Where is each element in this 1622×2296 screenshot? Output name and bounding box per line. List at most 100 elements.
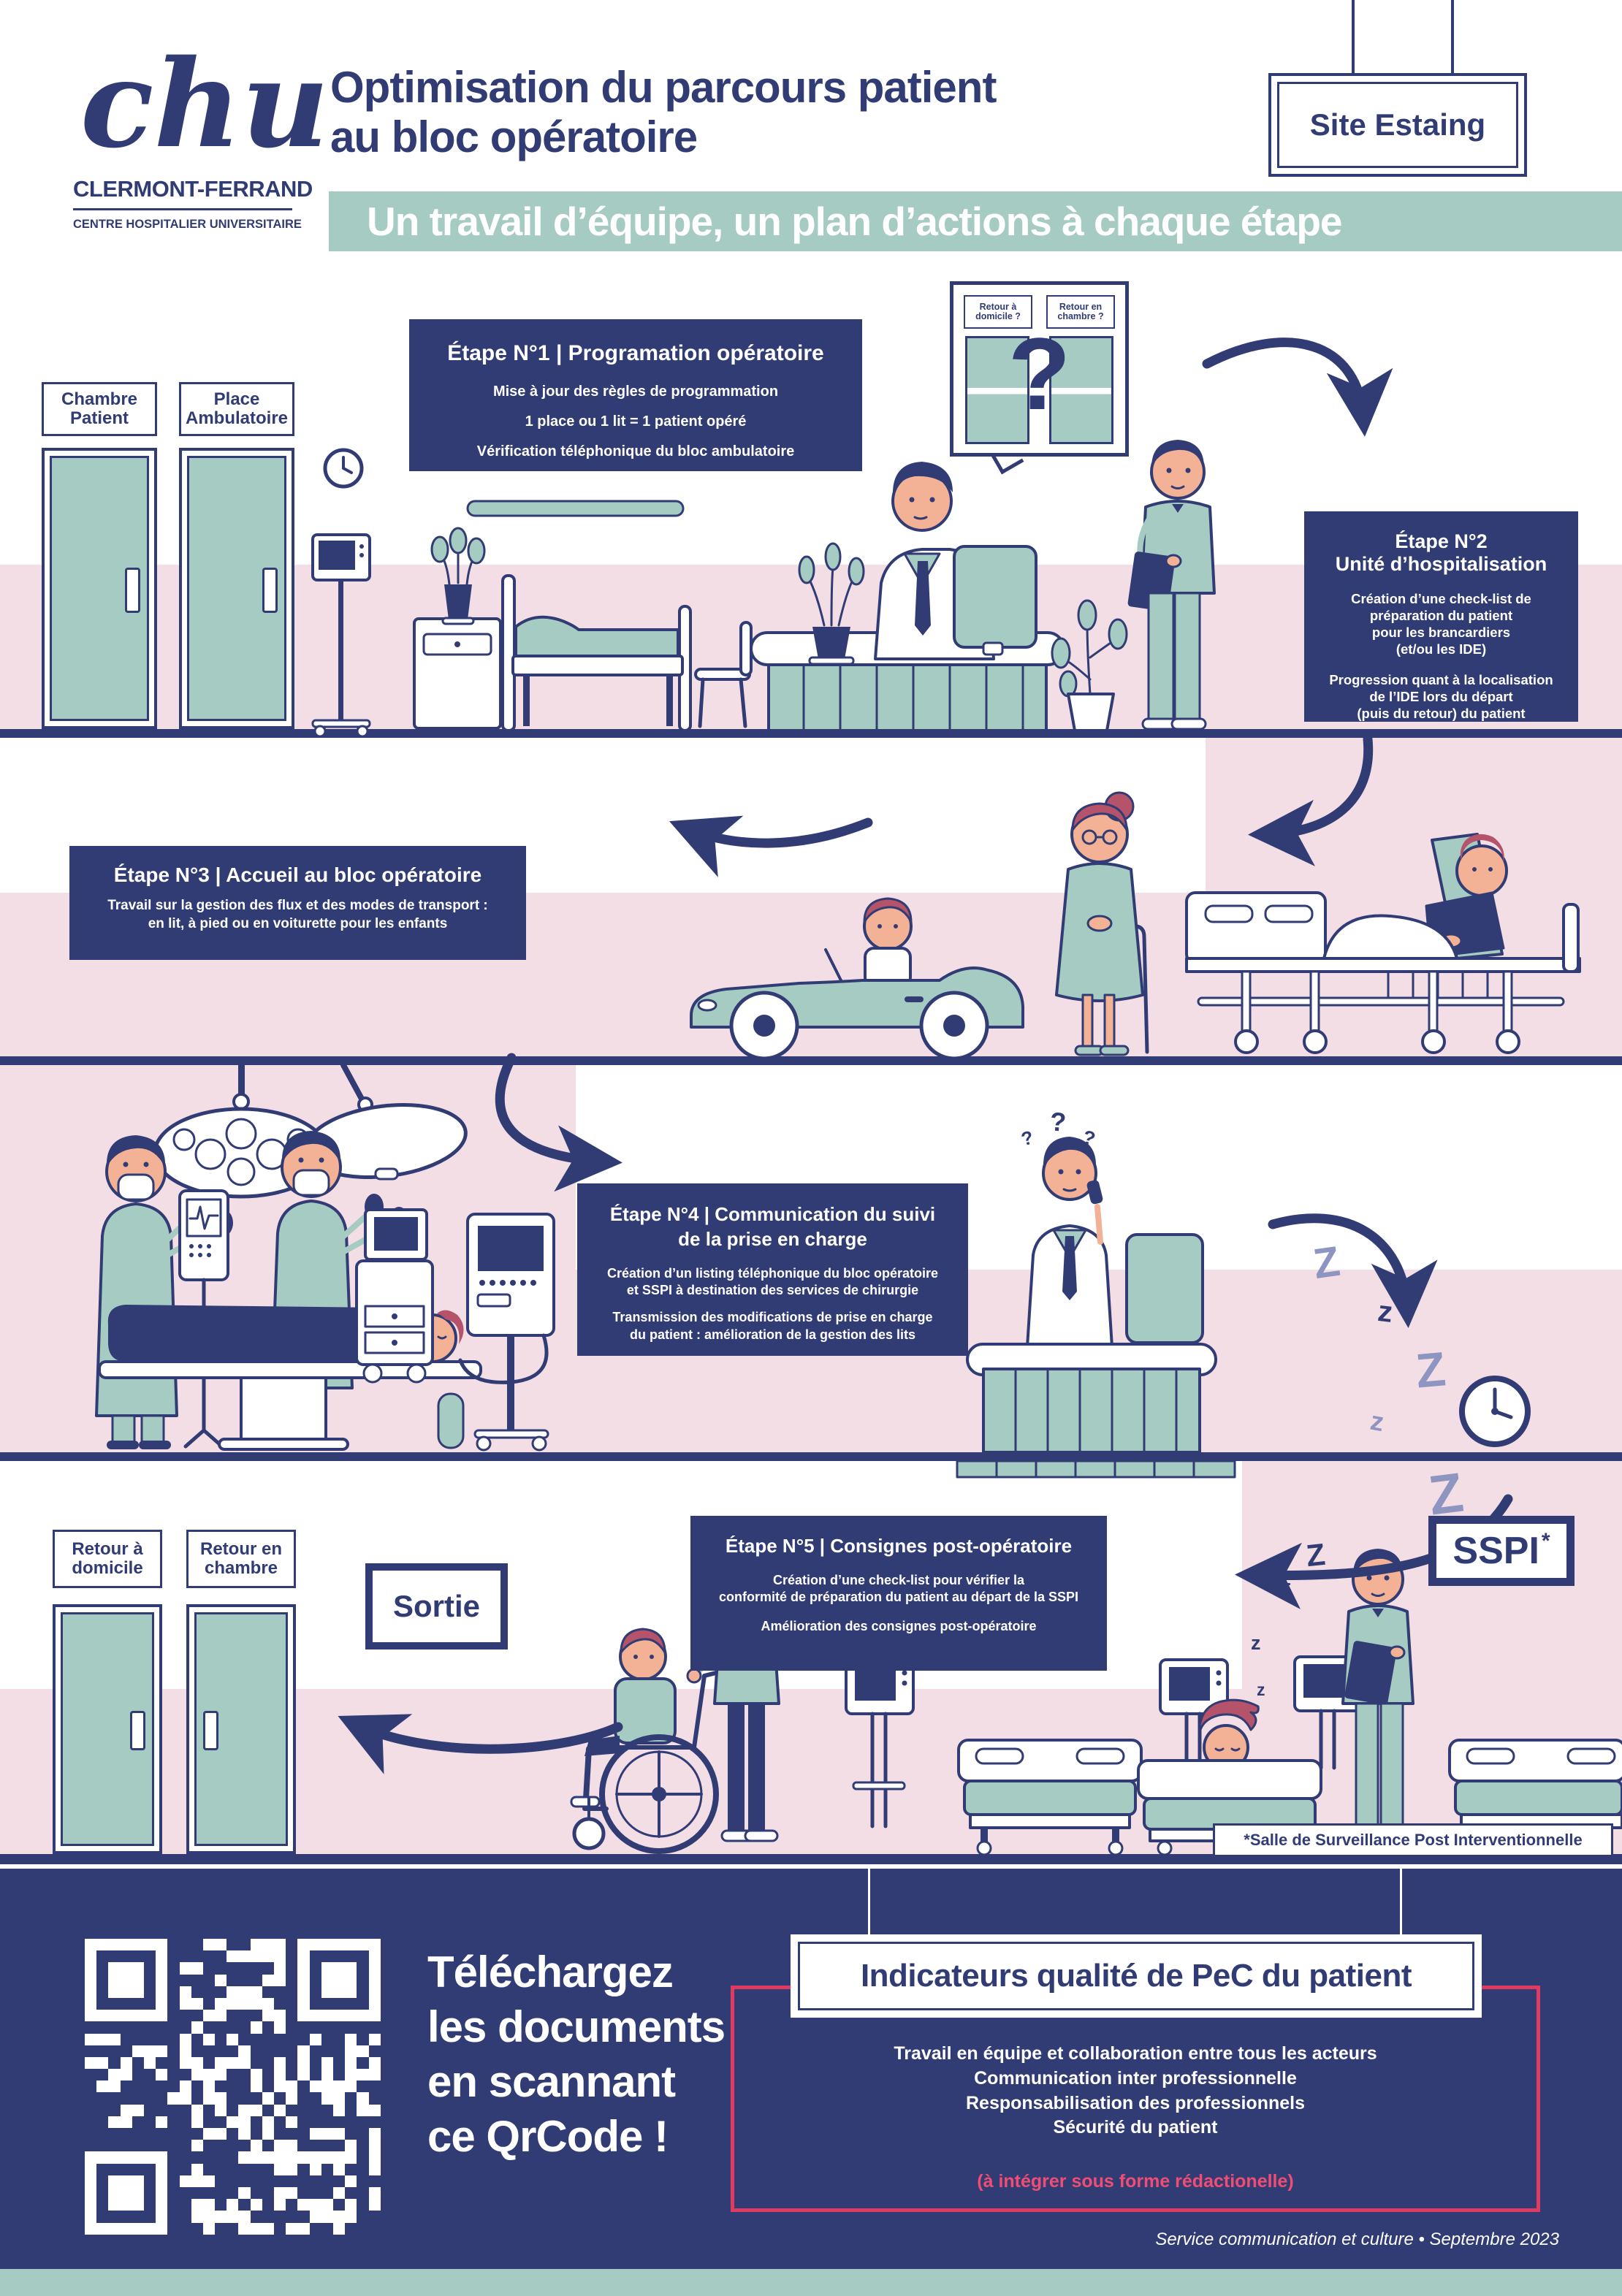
door-place-ambulatoire xyxy=(179,448,294,729)
sspi-sign-label: SSPI xyxy=(1452,1530,1539,1572)
chu-logo-script: chu xyxy=(80,33,330,175)
step1-box: Étape N°1 | Programation opératoire Mise… xyxy=(409,319,862,471)
sspi-footnote-label: *Salle de Surveillance Post Intervention… xyxy=(1244,1831,1583,1850)
step2-line: Création d’une check-list de préparation… xyxy=(1351,591,1531,657)
nurse-with-clipboard xyxy=(1127,440,1216,731)
vital-monitor-stand xyxy=(311,533,371,738)
logo-divider xyxy=(73,208,292,210)
sign-retour-domicile-label: Retour à domicile xyxy=(72,1539,143,1578)
monitor-trolley xyxy=(178,1189,229,1449)
step2-box: Étape N°2 Unité d’hospitalisation Créati… xyxy=(1304,511,1578,722)
wall-clock-2 xyxy=(1459,1376,1531,1447)
desk-computer xyxy=(953,545,1037,656)
qr-caption: Téléchargez les documents en scannant ce… xyxy=(427,1945,726,2164)
bubble-door-right xyxy=(1049,336,1113,444)
step5-line: Création d’une check-list pour vérifier … xyxy=(718,1573,1079,1605)
sign-retour-chambre-label: Retour en chambre xyxy=(199,1539,282,1578)
indicators-note: (à intégrer sous forme rédactionelle) xyxy=(977,2171,1294,2192)
step3-box: Étape N°3 | Accueil au bloc opératoire T… xyxy=(69,846,526,960)
confusion-question-icon: ? xyxy=(1048,1106,1067,1137)
step1-line: Mise à jour des règles de programmation xyxy=(492,384,779,400)
indicators-title-box: Indicateurs qualité de PeC du patient xyxy=(791,1934,1482,2018)
chu-logo-subtitle: CENTRE HOSPITALIER UNIVERSITAIRE xyxy=(73,218,302,231)
sign-place-ambulatoire-label: Place Ambulatoire xyxy=(185,389,288,428)
step2-line: Progression quant à la localisation de l… xyxy=(1329,671,1553,721)
step5-box: Étape N°5 | Consignes post-opératoire Cr… xyxy=(690,1516,1107,1671)
door-chambre-patient xyxy=(42,448,157,729)
step1-title: Étape N°1 | Programation opératoire xyxy=(447,341,824,365)
qr-caption-line: ce QrCode ! xyxy=(427,2112,669,2161)
sspi-sign: SSPI * xyxy=(1428,1516,1575,1586)
step4-box: Étape N°4 | Communication du suivi de la… xyxy=(577,1183,968,1356)
indicators-hanger-right xyxy=(1400,1869,1402,1939)
indicators-line: Communication inter professionnelle xyxy=(974,2067,1297,2089)
sspi-monitor-1 xyxy=(845,1658,915,1828)
site-badge-hanger-right xyxy=(1451,0,1454,75)
chu-logo-city: CLERMONT-FERRAND xyxy=(73,176,313,202)
hospital-bed xyxy=(501,574,692,732)
sspi-ceiling-light xyxy=(956,1460,1236,1479)
step5-title: Étape N°5 | Consignes post-opératoire xyxy=(725,1535,1073,1557)
credit-line: Service communication et culture • Septe… xyxy=(1155,2230,1559,2249)
sign-chambre-patient-label: Chambre Patient xyxy=(61,389,138,428)
anesthesia-cart xyxy=(355,1208,434,1384)
step4-title: Étape N°4 | Communication du suivi de la… xyxy=(609,1203,936,1250)
bubble-door-left xyxy=(965,336,1029,444)
page-title: Optimisation du parcours patient au bloc… xyxy=(330,63,997,162)
indicators-line: Responsabilisation des professionnels xyxy=(965,2092,1305,2113)
sign-retour-chambre: Retour en chambre xyxy=(186,1530,296,1588)
subtitle-banner-text: Un travail d’équipe, un plan d’actions à… xyxy=(367,199,1343,244)
door-handle xyxy=(130,1710,145,1750)
sleep-z-icon: z xyxy=(1257,1680,1265,1699)
indicators-line: Sécurité du patient xyxy=(1053,2117,1218,2138)
elderly-patient-with-cane xyxy=(1055,791,1149,1056)
sleep-z-icon: z xyxy=(1251,1632,1261,1654)
qr-code xyxy=(85,1939,381,2235)
step1-line: 1 place ou 1 lit = 1 patient opéré xyxy=(525,413,747,430)
door-handle xyxy=(262,567,278,613)
step1-line: Vérification téléphonique du bloc ambula… xyxy=(476,443,795,459)
sortie-sign-label: Sortie xyxy=(392,1589,481,1623)
bubble-sign-chambre-label: Retour en chambre ? xyxy=(1057,301,1104,321)
nightstand xyxy=(413,527,502,730)
indicators-line: Travail en équipe et collaboration entre… xyxy=(894,2043,1377,2064)
door-retour-domicile xyxy=(53,1604,162,1854)
desk-plant xyxy=(798,542,865,665)
step4-line: Transmission des modifications de prise … xyxy=(612,1310,933,1342)
chu-logo: chu CLERMONT-FERRAND CENTRE HOSPITALIER … xyxy=(73,33,330,232)
qr-caption-line: Téléchargez xyxy=(427,1948,674,1996)
sspi-footnote: *Salle de Surveillance Post Intervention… xyxy=(1213,1823,1613,1857)
step4-line: Création d’un listing téléphonique du bl… xyxy=(606,1265,938,1297)
indicators-hanger-left xyxy=(868,1869,870,1939)
sign-chambre-patient: Chambre Patient xyxy=(42,382,157,436)
question-mark-icon: ? xyxy=(1008,316,1071,431)
sortie-sign: Sortie xyxy=(365,1563,508,1649)
sign-retour-domicile: Retour à domicile xyxy=(53,1530,162,1588)
sspi-nurse xyxy=(1341,1549,1415,1837)
door-choice-bubble: Retour à domicile ? Retour en chambre ? … xyxy=(950,281,1129,457)
indicators-title: Indicateurs qualité de PeC du patient xyxy=(860,1958,1412,1994)
doctor-on-phone xyxy=(966,1137,1217,1454)
door-retour-chambre xyxy=(186,1604,296,1854)
patient-on-gurney xyxy=(1185,833,1581,1054)
step3-title: Étape N°3 | Accueil au bloc opératoire xyxy=(113,863,482,886)
floor-plant xyxy=(1051,599,1128,732)
step3-line: Travail sur la gestion des flux et des m… xyxy=(107,898,488,931)
anesthesia-machine xyxy=(437,1213,555,1452)
sspi-asterisk: * xyxy=(1541,1529,1550,1553)
step5-line: Amélioration des consignes post-opératoi… xyxy=(761,1618,1037,1633)
bottom-teal-strip xyxy=(0,2269,1622,2296)
sspi-bed-1 xyxy=(957,1739,1143,1856)
bubble-sign-chambre: Retour en chambre ? xyxy=(1046,295,1115,329)
wall-clock xyxy=(323,448,364,489)
door-handle xyxy=(125,567,140,613)
indicators-panel: Travail en équipe et collaboration entre… xyxy=(731,1986,1540,2212)
site-badge: Site Estaing xyxy=(1268,73,1527,177)
qr-caption-line: les documents xyxy=(427,2002,726,2051)
wall-light-bar xyxy=(466,500,685,517)
visitor-chair xyxy=(694,621,753,728)
subtitle-banner: Un travail d’équipe, un plan d’actions à… xyxy=(329,191,1622,251)
sleep-z-icon: Z xyxy=(1413,1341,1448,1398)
sleep-z-icon: Z xyxy=(1304,1536,1327,1574)
